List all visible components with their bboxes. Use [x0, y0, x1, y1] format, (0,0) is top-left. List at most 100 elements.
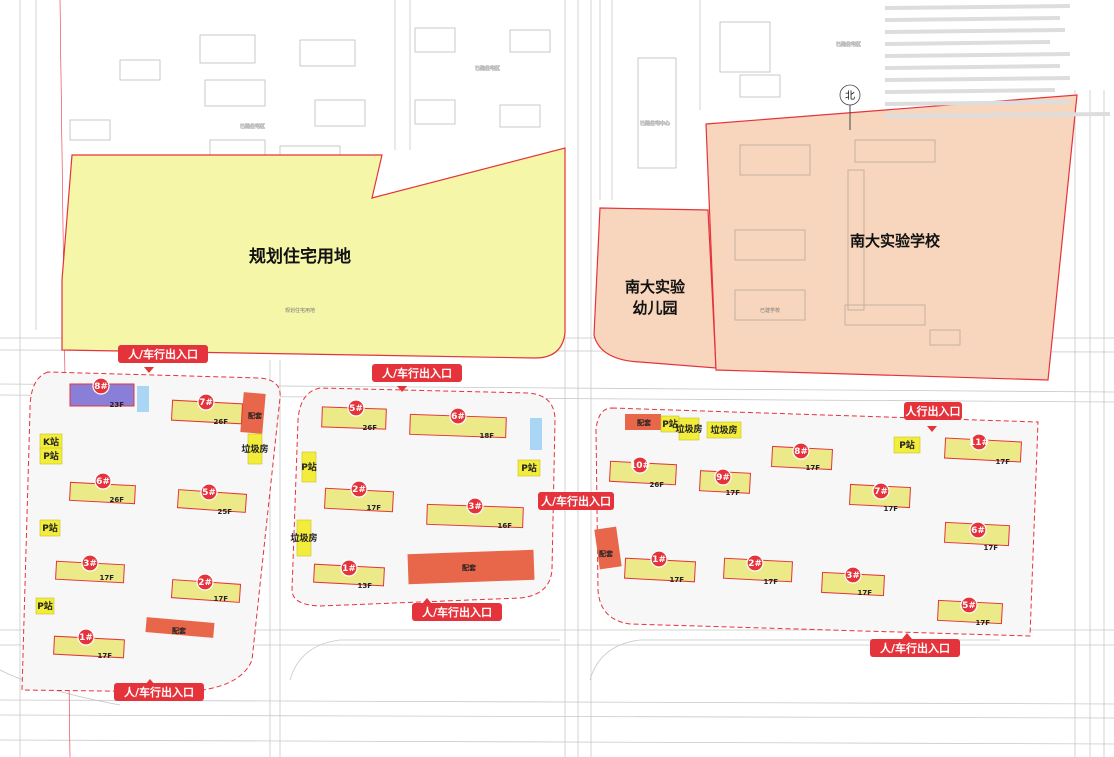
entrance-callout [118, 345, 208, 363]
floor-count-label: 17F [975, 619, 990, 627]
unit-marker [631, 456, 649, 474]
service-tag-label: P站 [301, 461, 317, 473]
unit-number-markers: 8#7#6#5#3#2#1#5#6#2#3#1#10#9#8#7#11#6#1#… [77, 377, 989, 646]
service-tag-label: P站 [521, 462, 537, 474]
unit-marker [77, 628, 95, 646]
floor-count-label: 16F [497, 522, 512, 530]
unit-number-label: 9# [716, 473, 730, 483]
floor-count-label: 17F [763, 578, 778, 586]
entrance-label: 人/车行出入口 [124, 685, 194, 699]
unit-number-label: 3# [83, 559, 97, 569]
unit-number-label: 2# [748, 559, 762, 569]
water-feature [530, 418, 542, 450]
unit-marker [970, 433, 988, 451]
unit-marker [350, 480, 368, 498]
unit-number-label: 3# [846, 571, 860, 581]
unit-marker [92, 377, 110, 395]
planned-residential-parcel [61, 147, 566, 359]
unit-number-label: 7# [199, 398, 213, 408]
service-tag [296, 519, 312, 557]
floor-count-label: 25F [217, 508, 232, 516]
unit-marker [340, 559, 358, 577]
site-boundary-west [21, 371, 281, 693]
unit-marker [200, 483, 218, 501]
planned-residential-label: 规划住宅用地 [249, 246, 351, 267]
residential-buildings: 23F26F26F25F17F17F17F26F18F17F16F13F26F1… [53, 383, 1022, 660]
unit-marker [714, 468, 732, 486]
unit-marker [197, 393, 215, 411]
unit-marker [347, 399, 365, 417]
unit-number-label: 6# [971, 526, 985, 536]
entrance-callout [538, 492, 614, 510]
floor-count-label: 18F [479, 432, 494, 440]
service-tag-label: P站 [899, 439, 915, 451]
unit-marker [960, 596, 978, 614]
floor-count-label: 26F [362, 424, 377, 432]
kindergarten-label-line2: 幼儿园 [632, 299, 677, 317]
water-feature [137, 386, 149, 412]
entrance-label: 人/车行出入口 [880, 641, 950, 655]
garage-label: 配套 [172, 626, 187, 635]
unit-number-label: 3# [468, 502, 482, 512]
north-arrow-icon: 北 [839, 84, 861, 130]
service-tag [39, 447, 63, 465]
north-label: 北 [845, 90, 855, 102]
garage-label: 配套 [462, 563, 477, 572]
floor-count-label: 26F [649, 481, 664, 489]
service-tag [301, 451, 317, 483]
unit-number-label: 8# [794, 447, 808, 457]
unit-marker [196, 573, 214, 591]
unit-marker [969, 521, 987, 539]
floor-count-label: 17F [995, 458, 1010, 466]
service-tag-label: P站 [662, 418, 678, 430]
entrance-label: 人/车行出入口 [128, 347, 198, 361]
entrance-label: 人行出入口 [906, 404, 961, 418]
map-text: 已建住宅区 [240, 123, 265, 130]
service-tag-label: 垃圾房 [290, 532, 317, 544]
floor-count-label: 17F [725, 489, 740, 497]
service-tag [678, 417, 700, 441]
floor-count-label: 17F [857, 589, 872, 597]
floor-count-label: 13F [357, 582, 372, 590]
entrance-callout [372, 364, 462, 382]
entrance-arrow-icon [422, 598, 432, 604]
unit-number-label: 6# [451, 412, 465, 422]
kindergarten-label-line1: 南大实验 [625, 278, 686, 296]
unit-number-label: 5# [202, 488, 216, 498]
floor-count-label: 17F [805, 464, 820, 472]
map-text: 已建住宅区 [836, 41, 861, 48]
service-tag-label: 垃圾房 [710, 424, 737, 436]
floor-count-label: 17F [366, 504, 381, 512]
service-tag-label: 垃圾房 [241, 443, 268, 455]
service-tag [39, 519, 61, 537]
floor-count-label: 17F [883, 505, 898, 513]
service-tag-label: P站 [37, 600, 53, 612]
unit-number-label: 1# [652, 555, 666, 565]
unit-number-label: 1# [342, 564, 356, 574]
service-tag-label: K站 [43, 436, 59, 448]
service-tag [247, 433, 263, 465]
unit-marker [81, 554, 99, 572]
floor-count-label: 23F [109, 401, 124, 409]
entrance-callout [904, 402, 962, 420]
map-text: 规划住宅用地 [285, 307, 315, 314]
entrance-label: 人/车行出入口 [422, 605, 492, 619]
unit-marker [792, 442, 810, 460]
service-tag [893, 436, 921, 454]
entrance-label: 人/车行出入口 [382, 366, 452, 380]
unit-number-label: 8# [94, 382, 108, 392]
amenity-blocks: 配套 配套 配套 配套 配套 [145, 392, 661, 638]
floor-count-label: 17F [983, 544, 998, 552]
floor-count-label: 17F [97, 652, 112, 660]
unit-marker [872, 482, 890, 500]
unit-number-label: 1# [79, 633, 93, 643]
entrance-callout [412, 603, 502, 621]
floor-count-label: 26F [213, 418, 228, 426]
map-text: 已建学校 [760, 307, 780, 314]
kindergarten-parcel [593, 207, 717, 369]
unit-number-label: 7# [874, 487, 888, 497]
map-text: 已建住宅区 [475, 65, 500, 72]
map-notes [884, 4, 1111, 118]
service-tag [517, 459, 541, 477]
floor-count-label: 17F [669, 576, 684, 584]
